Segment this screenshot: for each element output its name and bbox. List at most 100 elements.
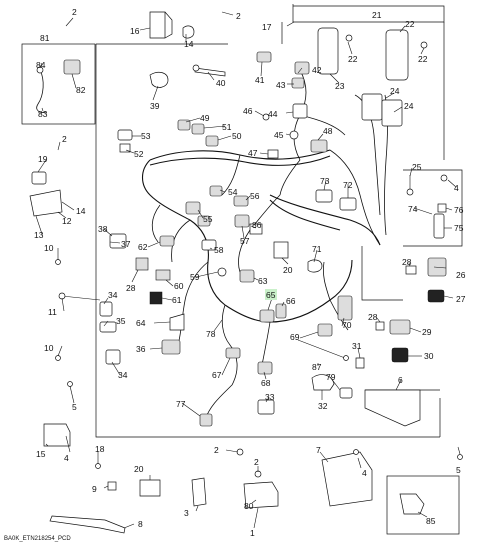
callout-75[interactable]: 75: [454, 223, 464, 233]
callout-44[interactable]: 44: [268, 109, 278, 119]
callout-28[interactable]: 28: [126, 283, 136, 293]
callout-13[interactable]: 13: [34, 230, 44, 240]
callout-14[interactable]: 14: [76, 206, 86, 216]
callout-17[interactable]: 17: [262, 22, 272, 32]
callout-40[interactable]: 40: [216, 78, 226, 88]
callout-10[interactable]: 10: [44, 243, 54, 253]
callout-20[interactable]: 20: [283, 265, 293, 275]
callout-48[interactable]: 48: [323, 126, 333, 136]
callout-1[interactable]: 1: [250, 528, 255, 538]
callout-30[interactable]: 30: [424, 351, 434, 361]
callout-63[interactable]: 63: [258, 276, 268, 286]
callout-2[interactable]: 2: [72, 7, 77, 17]
callout-2[interactable]: 2: [254, 457, 259, 467]
callout-62[interactable]: 62: [138, 242, 148, 252]
callout-10[interactable]: 10: [44, 343, 54, 353]
callout-84[interactable]: 84: [36, 60, 46, 70]
callout-61[interactable]: 61: [172, 295, 182, 305]
callout-49[interactable]: 49: [200, 113, 210, 123]
callout-18[interactable]: 18: [95, 444, 105, 454]
callout-34[interactable]: 34: [108, 290, 118, 300]
callout-11[interactable]: 11: [48, 307, 57, 317]
callout-50[interactable]: 50: [232, 131, 242, 141]
callout-4[interactable]: 4: [362, 468, 367, 478]
callout-2[interactable]: 2: [214, 445, 219, 455]
callout-28[interactable]: 28: [368, 312, 378, 322]
callout-76[interactable]: 76: [454, 205, 464, 215]
callout-34[interactable]: 34: [118, 370, 128, 380]
callout-22[interactable]: 22: [418, 54, 428, 64]
callout-5[interactable]: 5: [72, 402, 77, 412]
callout-5[interactable]: 5: [456, 465, 461, 475]
callout-73[interactable]: 73: [320, 176, 330, 186]
callout-2[interactable]: 2: [236, 11, 241, 21]
callout-53[interactable]: 53: [141, 131, 151, 141]
callout-29[interactable]: 29: [422, 327, 432, 337]
callout-56[interactable]: 56: [250, 191, 260, 201]
callout-3[interactable]: 3: [184, 508, 189, 518]
callout-72[interactable]: 72: [343, 180, 353, 190]
callout-27[interactable]: 27: [456, 294, 466, 304]
callout-22[interactable]: 22: [348, 54, 358, 64]
callout-4[interactable]: 4: [64, 453, 69, 463]
callout-70[interactable]: 70: [342, 320, 352, 330]
callout-57[interactable]: 57: [240, 236, 250, 246]
callout-45[interactable]: 45: [274, 130, 284, 140]
callout-8[interactable]: 8: [138, 519, 143, 529]
callout-39[interactable]: 39: [150, 101, 160, 111]
callout-23[interactable]: 23: [335, 81, 345, 91]
callout-83[interactable]: 83: [38, 109, 48, 119]
callout-65[interactable]: 65: [266, 290, 276, 300]
callout-16[interactable]: 16: [130, 26, 140, 36]
callout-71[interactable]: 71: [312, 244, 322, 254]
callout-82[interactable]: 82: [76, 85, 86, 95]
callout-66[interactable]: 66: [286, 296, 296, 306]
callout-74[interactable]: 74: [408, 204, 418, 214]
callout-19[interactable]: 19: [38, 154, 48, 164]
callout-51[interactable]: 51: [222, 122, 232, 132]
callout-15[interactable]: 15: [36, 449, 46, 459]
callout-77[interactable]: 77: [176, 399, 186, 409]
callout-86[interactable]: 86: [252, 220, 262, 230]
callout-4[interactable]: 4: [454, 183, 459, 193]
callout-36[interactable]: 36: [136, 344, 146, 354]
callout-64[interactable]: 64: [136, 318, 146, 328]
callout-47[interactable]: 47: [248, 148, 258, 158]
callout-85[interactable]: 85: [426, 516, 436, 526]
callout-67[interactable]: 67: [212, 370, 222, 380]
callout-33[interactable]: 33: [265, 392, 275, 402]
callout-21[interactable]: 21: [372, 10, 382, 20]
callout-35[interactable]: 35: [116, 316, 126, 326]
callout-55[interactable]: 55: [203, 214, 213, 224]
callout-28[interactable]: 28: [402, 257, 412, 267]
callout-20[interactable]: 20: [134, 464, 144, 474]
callout-43[interactable]: 43: [276, 80, 286, 90]
callout-87[interactable]: 87: [312, 362, 322, 372]
callout-25[interactable]: 25: [412, 162, 422, 172]
callout-14[interactable]: 14: [184, 39, 194, 49]
callout-78[interactable]: 78: [206, 329, 216, 339]
callout-81[interactable]: 81: [40, 33, 50, 43]
callout-7[interactable]: 7: [316, 445, 321, 455]
callout-31[interactable]: 31: [352, 341, 362, 351]
callout-9[interactable]: 9: [92, 484, 97, 494]
callout-69[interactable]: 69: [290, 332, 300, 342]
callout-59[interactable]: 59: [190, 272, 200, 282]
callout-58[interactable]: 58: [214, 245, 224, 255]
callout-6[interactable]: 6: [398, 375, 403, 385]
callout-41[interactable]: 41: [255, 75, 265, 85]
callout-2[interactable]: 2: [62, 134, 67, 144]
callout-52[interactable]: 52: [134, 149, 144, 159]
callout-42[interactable]: 42: [312, 65, 322, 75]
callout-79[interactable]: 79: [326, 372, 336, 382]
callout-80[interactable]: 80: [244, 501, 254, 511]
callout-54[interactable]: 54: [228, 187, 238, 197]
callout-46[interactable]: 46: [243, 106, 253, 116]
callout-60[interactable]: 60: [174, 281, 184, 291]
callout-24[interactable]: 24: [404, 101, 414, 111]
callout-38[interactable]: 38: [98, 224, 108, 234]
callout-68[interactable]: 68: [261, 378, 271, 388]
callout-24[interactable]: 24: [390, 86, 400, 96]
callout-26[interactable]: 26: [456, 270, 466, 280]
callout-22[interactable]: 22: [405, 19, 415, 29]
